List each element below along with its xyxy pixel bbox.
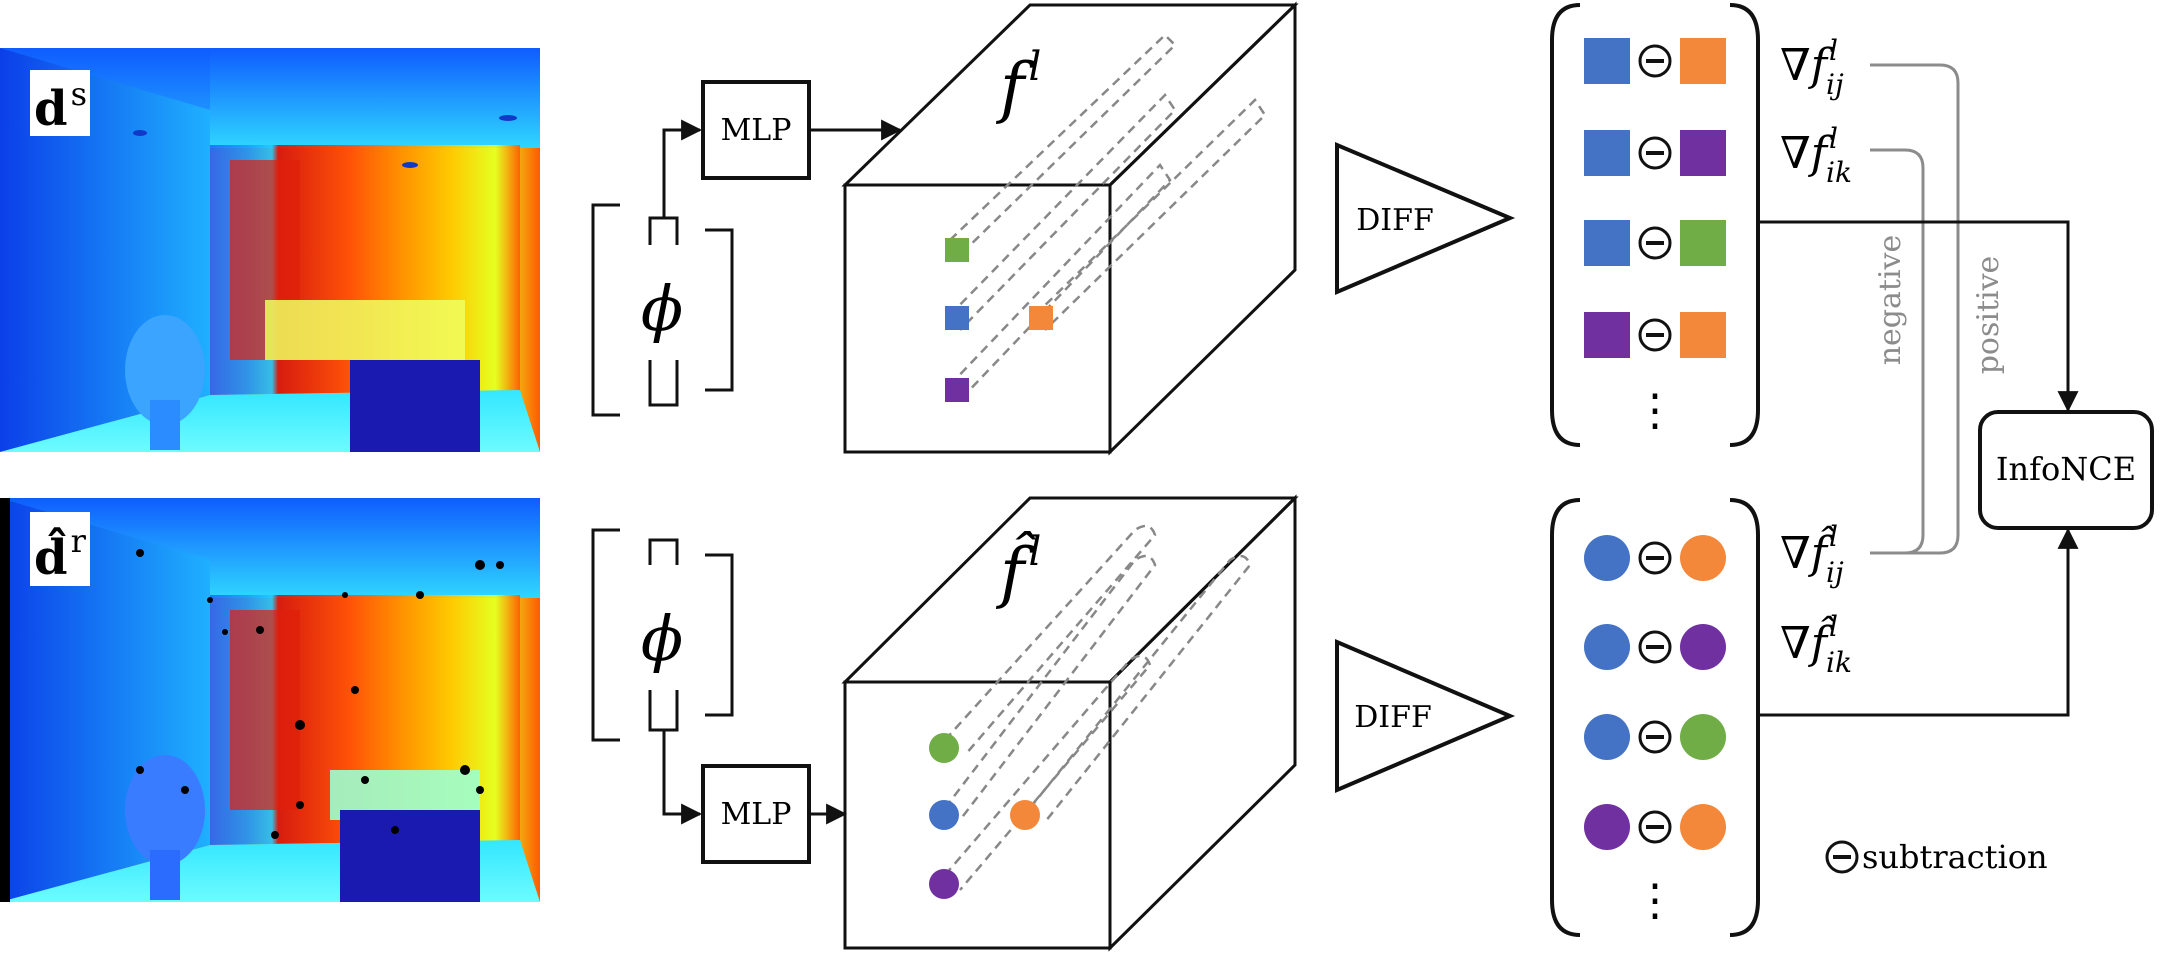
voxel-blue [945,306,969,330]
pair3-left-circle [1584,714,1630,760]
feature-volume-top [841,1,1299,456]
synthetic-depth-image [0,48,540,452]
positive-label: positive [1971,256,2006,375]
minus-circle-icon [1638,720,1672,754]
legend: subtraction [1825,838,2048,876]
encoder-bottom-symbol: ϕ [641,602,683,675]
volume-top-tubes [949,33,1267,401]
pair2-right-circle [1680,624,1726,670]
minus-circle-icon [1825,840,1859,874]
arrows-to-infonce [1760,220,2079,717]
arrows-top [662,119,903,218]
pair2-left-square [1584,130,1630,176]
encoder-top-symbol: ϕ [641,272,683,345]
mlp-top-label: MLP [721,113,792,148]
real-label-box [30,512,90,586]
top-ellipsis: ⋮ [1633,385,1677,436]
diff-top-label: DIFF [1356,203,1434,238]
volume-bottom-tubes [944,524,1252,891]
voxel-green [945,238,969,262]
mlp-bottom-box [701,764,811,864]
feature-volume-bottom [841,494,1299,952]
real-depth-label: d̂r [34,522,87,586]
negative-label: negative [1873,235,1908,366]
top-subtraction-icons [1638,44,1672,352]
pair4-right-square [1680,312,1726,358]
pair3-left-square [1584,220,1630,266]
voxel-purple [945,378,969,402]
pair4-right-circle [1680,804,1726,850]
pair4-left-square [1584,312,1630,358]
pair1-left-square [1584,38,1630,84]
pair1-right-square [1680,38,1726,84]
minus-circle-icon [1638,541,1672,575]
diff-bottom-label: DIFF [1354,700,1432,735]
synthetic-depth-label: ds [34,75,87,137]
pair2-right-square [1680,130,1726,176]
infonce-label: InfoNCE [1996,450,2136,488]
voxel-orange [1029,306,1053,330]
feature-bottom-label: f̂l [995,529,1041,611]
voxel-purple-circle [929,869,959,899]
synthetic-label-box [30,70,90,136]
bottom-pairs [1584,535,1726,850]
minus-circle-icon [1638,136,1672,170]
bottom-subtraction-icons [1638,541,1672,844]
minus-circle-icon [1638,226,1672,260]
arrows-bottom [662,730,848,825]
voxel-orange-circle [1010,800,1040,830]
voxel-blue-circle [929,800,959,830]
diff-top-triangle [1335,141,1516,296]
top-pairs [1584,38,1726,358]
minus-circle-icon [1638,810,1672,844]
bottom-ellipsis: ⋮ [1633,875,1677,926]
pair3-right-square [1680,220,1726,266]
bracket-top [1550,3,1760,447]
pair4-left-circle [1584,804,1630,850]
pair2-left-circle [1584,624,1630,670]
pair1-left-circle [1584,535,1630,581]
pair3-right-circle [1680,714,1726,760]
diff-bottom-triangle [1335,638,1516,794]
voxel-green-circle [929,733,959,763]
real-depth-image [0,498,540,902]
minus-circle-icon [1638,44,1672,78]
pairing-lines [1870,63,1960,555]
bracket-bottom [1550,498,1760,937]
pair1-right-circle [1680,535,1726,581]
minus-circle-icon [1638,318,1672,352]
mlp-bottom-label: MLP [721,797,792,832]
minus-circle-icon [1638,630,1672,664]
legend-subtraction-label: subtraction [1862,838,2048,876]
